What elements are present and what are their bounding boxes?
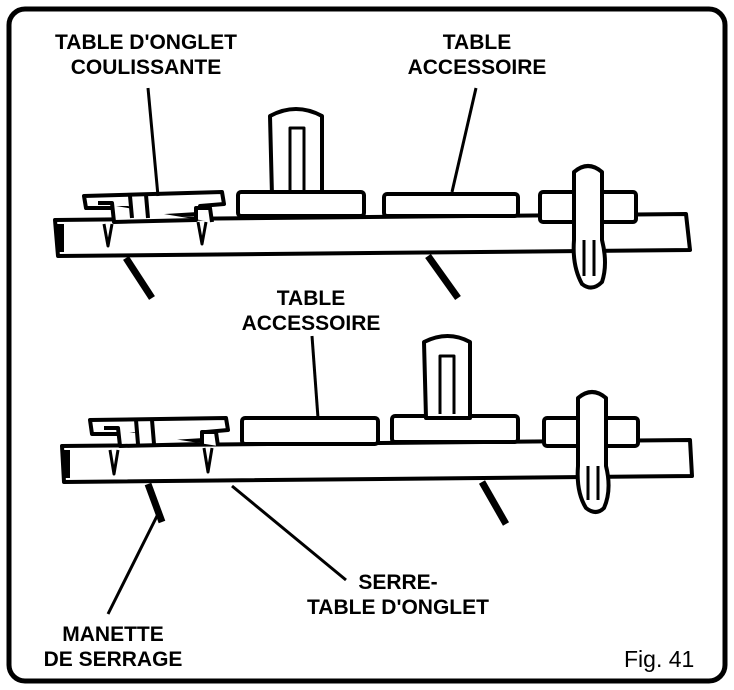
label-sliding-miter-table-line1: TABLE D'ONGLET [55, 31, 237, 54]
label-accessory-table-top-line1: TABLE [442, 31, 512, 54]
top-miter-fence [98, 201, 214, 224]
top-leg-left [123, 256, 155, 300]
top-miter-post [128, 194, 150, 219]
top-clamp-knob-groove [582, 240, 596, 276]
bottom-clamp-knob [575, 390, 611, 514]
label-accessory-table-bottom-line1: TABLE [276, 287, 346, 310]
top-fence-post-slot [288, 126, 306, 190]
leader-accessory-table-top [450, 87, 478, 193]
label-accessory-table-top-line2: ACCESSOIRE [407, 56, 547, 79]
label-accessory-table-top: TABLE ACCESSOIRE [408, 30, 547, 80]
bottom-miter-clamp-pin-left [108, 449, 120, 476]
bottom-clamp-knob-groove [586, 466, 600, 500]
label-miter-table-clamp: SERRE- TABLE D'ONGLET [307, 570, 489, 620]
leader-lines [106, 87, 478, 615]
label-clamp-handle: MANETTE DE SERRAGE [44, 622, 183, 672]
figure-frame [6, 6, 728, 684]
label-miter-table-clamp-line2: TABLE D'ONGLET [307, 596, 489, 619]
label-accessory-table-bottom-line2: ACCESSOIRE [241, 312, 381, 335]
bottom-assembly [60, 334, 694, 526]
top-miter-clamp-pin-right [196, 221, 208, 246]
label-accessory-table-bottom: TABLE ACCESSOIRE [242, 286, 381, 336]
bottom-miter-clamp-pin-right [202, 447, 214, 474]
label-sliding-miter-table-line2: COULISSANTE [70, 56, 222, 79]
top-clamp-knob [571, 164, 607, 290]
label-sliding-miter-table: TABLE D'ONGLET COULISSANTE [55, 30, 237, 80]
top-miter-clamp-pin-left [102, 223, 114, 248]
top-assembly [53, 107, 692, 301]
label-miter-table-clamp-line1: SERRE- [358, 571, 438, 594]
leader-accessory-table-bottom [310, 335, 320, 419]
label-clamp-handle-line2: DE SERRAGE [43, 648, 183, 671]
label-clamp-handle-line1: MANETTE [62, 623, 164, 646]
leader-sliding-miter-table [146, 87, 160, 197]
top-accessory-table [382, 192, 520, 218]
bottom-miter-fence [104, 426, 220, 448]
figure-number: Fig. 41 [624, 646, 695, 672]
bottom-leg-left [144, 482, 166, 524]
top-leg-right [425, 253, 461, 301]
bottom-leg-right [478, 480, 510, 526]
leader-clamp-handle [106, 513, 160, 615]
bottom-miter-post [134, 419, 156, 445]
leader-miter-table-clamp [231, 484, 347, 582]
top-table-block-left [236, 190, 366, 218]
bottom-accessory-table [240, 416, 380, 446]
bottom-fence-post-slot [438, 354, 456, 414]
